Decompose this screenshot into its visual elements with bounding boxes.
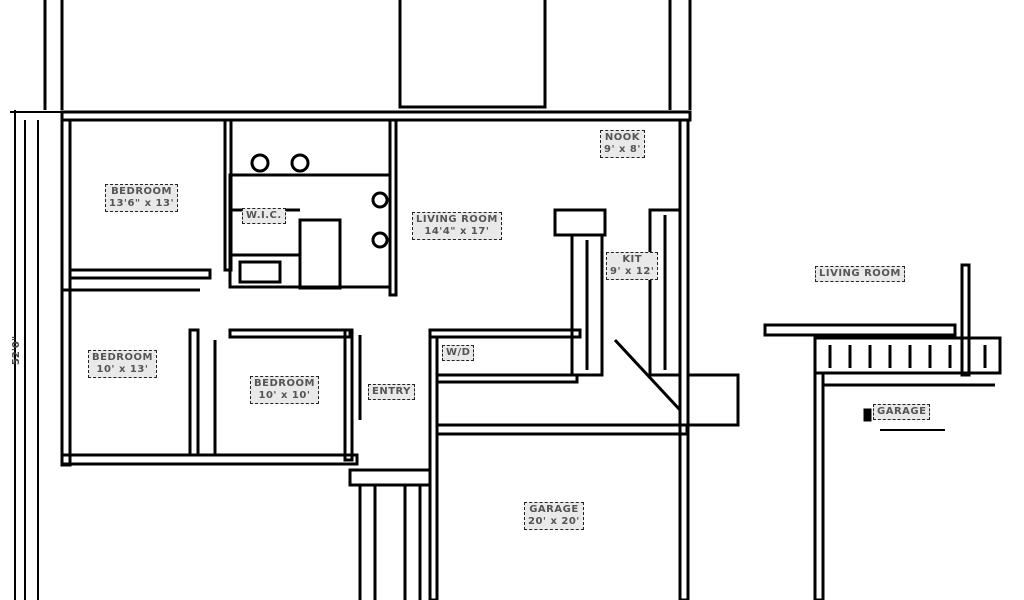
overall-depth-dimension: 52'0" — [11, 335, 23, 366]
room-name: BEDROOM — [111, 186, 172, 197]
room-name: W.I.C. — [246, 210, 282, 221]
room-name: W/D — [446, 347, 471, 358]
room-label-nook: NOOK 9' x 8' — [600, 130, 645, 158]
room-label-laundry: W/D — [442, 345, 475, 361]
room-name: LIVING ROOM — [819, 268, 901, 279]
room-size: 9' x 12' — [610, 266, 655, 277]
room-label-bedroom-3: BEDROOM 10' x 10' — [250, 376, 319, 404]
room-label-alt-garage: GARAGE — [873, 404, 931, 420]
room-size: 10' x 10' — [258, 390, 311, 401]
room-name: BEDROOM — [254, 378, 315, 389]
room-name: NOOK — [604, 132, 641, 143]
room-size: 20' x 20' — [528, 516, 580, 527]
room-label-wic: W.I.C. — [242, 208, 286, 224]
room-size: 13'6" x 13' — [109, 198, 175, 209]
room-name: BEDROOM — [92, 352, 153, 363]
room-label-kitchen: KIT 9' x 12' — [606, 252, 659, 280]
room-label-entry: ENTRY — [368, 384, 415, 400]
room-label-bedroom-2: BEDROOM 10' x 13' — [88, 350, 157, 378]
room-name: KIT — [622, 254, 643, 265]
room-name: ENTRY — [372, 386, 411, 397]
room-label-master-bedroom: BEDROOM 13'6" x 13' — [105, 184, 179, 212]
room-size: 9' x 8' — [604, 144, 641, 155]
room-label-living-room: LIVING ROOM 14'4" x 17' — [412, 212, 502, 240]
room-name: LIVING ROOM — [416, 214, 498, 225]
room-label-alt-living-room: LIVING ROOM — [815, 266, 905, 282]
room-name: GARAGE — [529, 504, 579, 515]
room-size: 14'4" x 17' — [424, 226, 490, 237]
room-name: GARAGE — [877, 406, 927, 417]
room-size: 10' x 13' — [96, 364, 149, 375]
room-label-garage: GARAGE 20' x 20' — [524, 502, 584, 530]
